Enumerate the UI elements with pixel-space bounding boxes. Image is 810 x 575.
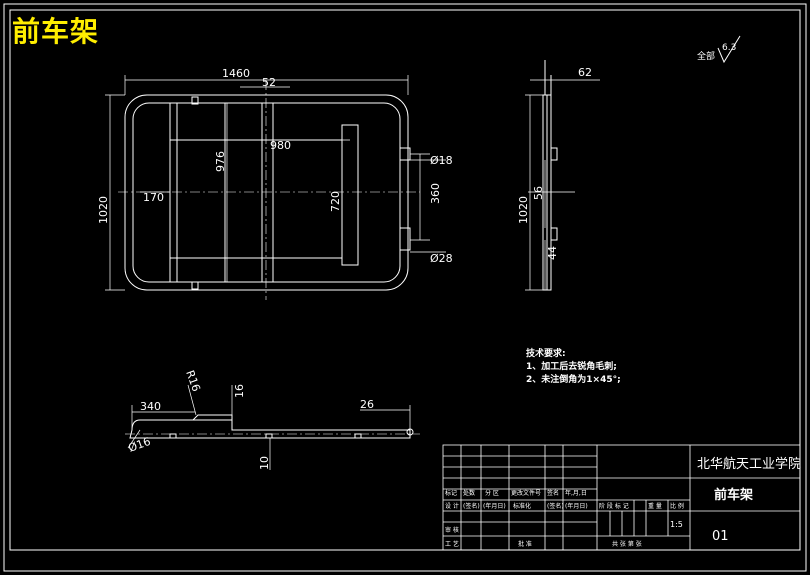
dim-1460: 1460 — [222, 67, 250, 80]
tb-row2-c4: 标准化 — [513, 502, 531, 510]
frame-inner-outline — [132, 102, 401, 283]
title-block — [442, 444, 801, 551]
title-block-text: 标记 处数 分 区 更改文件号 签名 年,月,日 设 计 (签名) (年月日) … — [445, 489, 684, 548]
frame-outer-outline — [124, 94, 409, 291]
roughness-label: 全部 — [697, 50, 715, 62]
tb-school: 北华航天工业学院 — [697, 456, 801, 472]
sheet-border — [3, 3, 807, 572]
dim-170: 170 — [143, 191, 164, 204]
side-dim-44: 44 — [546, 246, 559, 260]
tb-row1-c1: 标记 — [445, 489, 457, 497]
tb-row1-c2: 处数 — [463, 489, 475, 497]
drawing-frame — [9, 9, 801, 551]
tb-row2-c6: (年月日) — [565, 502, 588, 510]
tb-row1-c6: 年,月,日 — [565, 489, 587, 497]
tb-row4-c1: 工 艺 — [445, 540, 459, 548]
dim-phi18: Ø18 — [430, 154, 453, 167]
front-dim-16: 16 — [233, 384, 246, 398]
tb-row2-c1: 设 计 — [445, 502, 459, 510]
technical-requirements: 技术要求: 1、加工后去锐角毛刺; 2、未注倒角为1×45°; — [526, 347, 621, 385]
tb-stage-header: 阶 段 标 记 — [599, 502, 629, 510]
tb-row1-c5: 签名 — [547, 489, 559, 497]
side-dim-62: 62 — [578, 66, 592, 79]
drawing-title: 前车架 — [12, 15, 100, 48]
dim-52: 52 — [262, 76, 276, 89]
top-view-centerlines — [118, 80, 420, 300]
top-view-dim-lines — [105, 75, 446, 291]
side-dim-56: 56 — [532, 186, 545, 200]
tb-row3-c1: 审 核 — [445, 526, 459, 534]
dim-980: 980 — [270, 139, 291, 152]
tech-line-2: 2、未注倒角为1×45°; — [526, 373, 621, 385]
tb-sheets: 共 张 第 张 — [612, 540, 642, 548]
roughness-value: 6.3 — [722, 43, 736, 53]
tb-scale-label: 比 例 — [670, 502, 684, 510]
tb-scale-value: 1:5 — [670, 520, 683, 529]
tb-number: 01 — [712, 529, 729, 544]
tb-row1-c3: 分 区 — [485, 489, 499, 497]
dim-720: 720 — [329, 191, 342, 212]
dim-360: 360 — [429, 183, 442, 204]
tb-row2-c5: (签名) — [547, 502, 564, 510]
tech-heading: 技术要求: — [526, 347, 566, 359]
front-dim-340: 340 — [140, 400, 161, 413]
side-dim-1020: 1020 — [517, 196, 530, 224]
tb-row4-c2: 批 准 — [518, 540, 532, 548]
front-dim-r16: R16 — [183, 369, 203, 394]
front-dim-26: 26 — [360, 398, 374, 411]
dim-1020: 1020 — [97, 196, 110, 224]
surface-roughness-symbol: 全部 6.3 — [697, 35, 741, 64]
tech-line-1: 1、加工后去锐角毛刺; — [526, 360, 617, 372]
tb-row2-c3: (年月日) — [483, 502, 506, 510]
tb-row1-c4: 更改文件号 — [511, 489, 541, 497]
dim-phi28: Ø28 — [430, 252, 453, 265]
top-view — [124, 94, 411, 291]
tb-row2-c2: (签名) — [463, 502, 480, 510]
tb-weight: 重 量 — [648, 502, 662, 510]
side-view — [542, 60, 558, 291]
front-view — [129, 414, 414, 439]
tb-part-name: 前车架 — [714, 487, 753, 503]
dim-976: 976 — [214, 151, 227, 172]
side-view-dim-lines — [525, 79, 600, 291]
front-dim-10: 10 — [258, 456, 271, 470]
front-view-dim-lines — [127, 384, 411, 470]
